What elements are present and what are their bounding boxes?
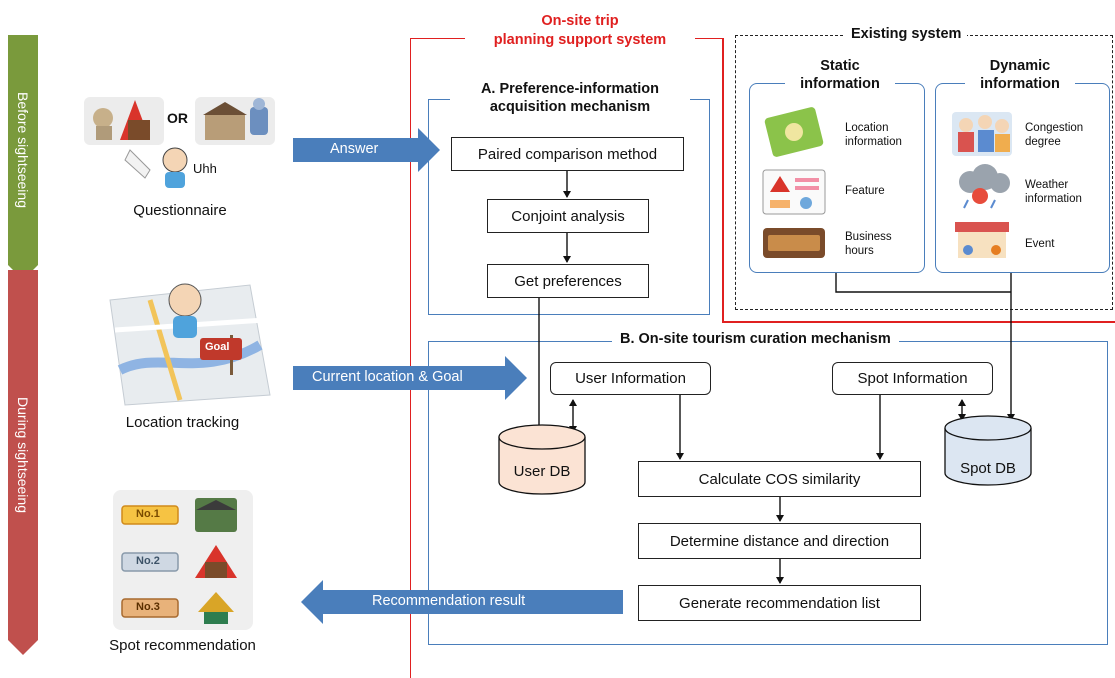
static-item-business-hours: Business hours (845, 231, 892, 257)
crowd-icon (952, 112, 1012, 156)
or-label: OR (167, 110, 188, 126)
system-title: On-site trip planning support system (465, 12, 695, 50)
connector-static (835, 273, 1011, 293)
dynamic-item-weather: Weather information (1025, 179, 1082, 205)
spot-recommendation-caption: Spot recommendation (109, 637, 256, 654)
system-frame-top-right (722, 38, 724, 323)
questionnaire-illustration (84, 97, 275, 188)
phase-during-sightseeing: During sightseeing (8, 270, 38, 640)
answer-label: Answer (330, 141, 379, 157)
static-information-title: Static information (785, 57, 895, 93)
ranking-illustration (113, 490, 253, 630)
dynamic-item-event: Event (1025, 238, 1055, 250)
feature-board-icon (762, 169, 826, 215)
step-get-preferences: Get preferences (487, 264, 649, 298)
step-determine-distance: Determine distance and direction (638, 523, 921, 559)
static-item-feature: Feature (845, 185, 885, 197)
step-conjoint-analysis: Conjoint analysis (487, 199, 649, 233)
phase-before-sightseeing: Before sightseeing (8, 35, 38, 265)
goal-sign-label: Goal (205, 341, 230, 353)
current-location-arrow (293, 356, 527, 400)
dynamic-information-title: Dynamic information (965, 57, 1075, 93)
user-information-box: User Information (550, 362, 711, 395)
dynamic-item-congestion: Congestion degree (1025, 122, 1084, 148)
rank-1-label: No.1 (136, 508, 160, 520)
step-calculate-cos: Calculate COS similarity (638, 461, 921, 497)
spot-db-cylinder (944, 415, 1032, 486)
answer-arrow (293, 128, 440, 172)
rank-3-label: No.3 (136, 601, 160, 613)
current-location-label: Current location & Goal (312, 369, 463, 385)
step-generate-list: Generate recommendation list (638, 585, 921, 621)
existing-system-title: Existing system (845, 26, 968, 42)
map-icon (764, 107, 824, 157)
user-db-cylinder (498, 424, 586, 495)
uhh-label: Uhh (193, 161, 217, 176)
rank-2-label: No.2 (136, 555, 160, 567)
step-paired-comparison: Paired comparison method (451, 137, 684, 171)
map-illustration (109, 283, 271, 406)
system-frame-mid (722, 321, 1115, 323)
user-db-label: User DB (513, 463, 571, 480)
mechanism-b-title: B. On-site tourism curation mechanism (612, 331, 899, 347)
during-phase-arrowhead (8, 640, 38, 655)
location-tracking-caption: Location tracking (125, 414, 240, 431)
event-stall-icon (955, 222, 1009, 258)
diagram-graphics (84, 97, 1032, 630)
spot-db-label: Spot DB (960, 460, 1016, 477)
weather-icon (959, 164, 1010, 209)
spot-information-box: Spot Information (832, 362, 993, 395)
recommendation-result-arrow (301, 580, 623, 624)
mechanism-a-title: A. Preference-information acquisition me… (450, 80, 690, 116)
questionnaire-caption: Questionnaire (133, 202, 227, 219)
static-item-location: Location information (845, 122, 902, 148)
closed-sign-icon (763, 228, 825, 258)
recommendation-result-label: Recommendation result (372, 593, 526, 609)
